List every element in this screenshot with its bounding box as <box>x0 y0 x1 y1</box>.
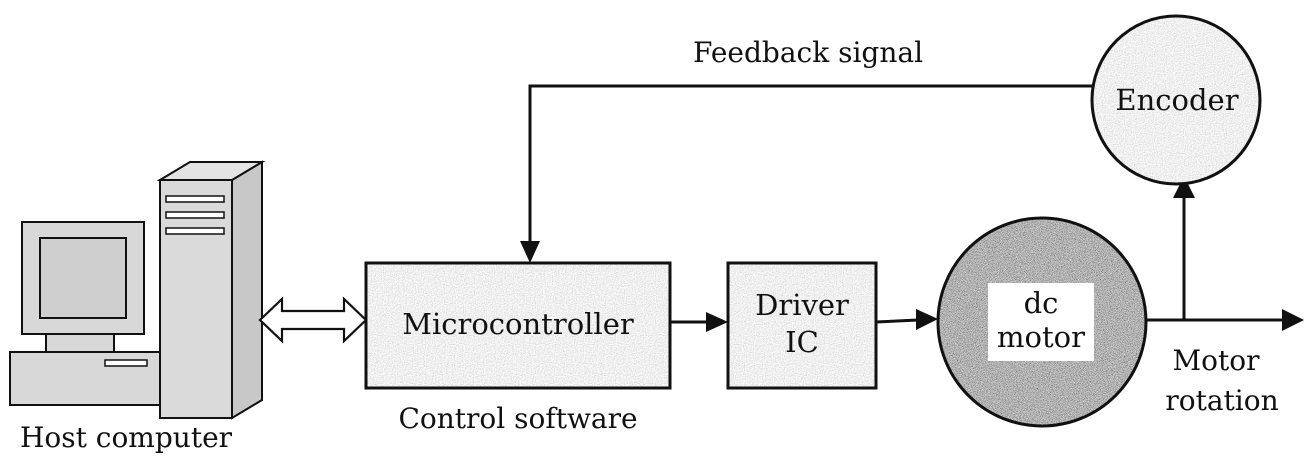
monitor-stand <box>45 333 115 353</box>
feedback-signal-label: Feedback signal <box>693 36 923 69</box>
microcontroller-to-driver-arrow <box>670 312 728 332</box>
driver-label-line2: IC <box>785 325 819 359</box>
motor-label-line1: dc <box>1024 286 1059 320</box>
shaft-to-encoder-arrow <box>1173 176 1195 320</box>
motor-label-line2: motor <box>997 320 1085 354</box>
host-computer-label: Host computer <box>20 421 233 454</box>
tower-drive-bay-2 <box>165 211 225 219</box>
microcontroller-label: Microcontroller <box>402 307 634 341</box>
feedback-signal-arrow <box>520 84 1092 263</box>
host-computer-icon <box>9 221 161 406</box>
tower-front <box>159 179 233 419</box>
driver-ic-block: Driver IC <box>726 261 878 390</box>
tower-case-icon <box>156 160 266 420</box>
tower-drive-bay-1 <box>165 195 225 203</box>
motor-rotation-label-line2: rotation <box>1165 384 1278 417</box>
driver-to-motor-arrow <box>875 309 938 330</box>
driver-label-line1: Driver <box>755 288 849 322</box>
control-software-label: Control software <box>398 402 637 435</box>
bidirectional-arrow-icon <box>258 296 368 344</box>
desktop-drive-slot <box>104 359 148 367</box>
encoder-label: Encoder <box>1115 83 1238 117</box>
tower-side <box>231 160 263 420</box>
dc-motor-block: dc motor <box>936 216 1148 428</box>
tower-drive-bay-3 <box>165 227 225 235</box>
motor-rotation-arrow <box>1146 309 1304 331</box>
monitor-screen <box>39 237 127 319</box>
microcontroller-block: Microcontroller <box>364 261 672 390</box>
motor-rotation-label-line1: Motor <box>1172 344 1260 377</box>
motor-label-box <box>988 283 1094 361</box>
encoder-block: Encoder <box>1090 14 1262 186</box>
